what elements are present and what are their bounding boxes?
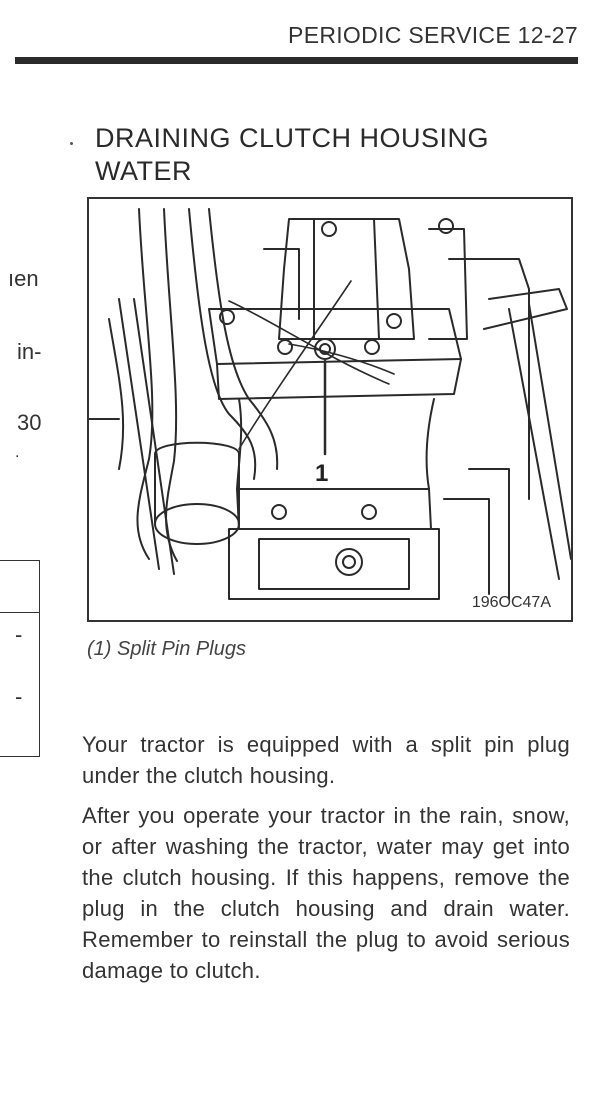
left-fragment: - [15, 684, 23, 709]
clutch-housing-drawing [89, 208, 571, 600]
bullet-mark [70, 142, 73, 145]
header-title: PERIODIC SERVICE 12-27 [288, 22, 578, 48]
table-fragment-border [0, 560, 40, 561]
figure-illustration: 1 196OC47A [87, 197, 573, 622]
table-fragment-border [0, 612, 40, 613]
left-fragment: . [15, 444, 20, 461]
left-fragment: ıen [8, 266, 39, 291]
table-fragment-border [0, 756, 40, 757]
left-fragment: - [15, 622, 23, 647]
callout-number: 1 [315, 460, 329, 487]
figure-id: 196OC47A [471, 594, 551, 611]
left-fragment: 30 [17, 410, 42, 435]
table-fragment-border [39, 560, 40, 757]
body-paragraph: Your tractor is equipped with a split pi… [82, 732, 570, 788]
left-fragment: in- [17, 339, 42, 364]
figure-caption: (1) Split Pin Plugs [87, 638, 246, 660]
header-rule [15, 57, 578, 64]
section-title: DRAINING CLUTCH HOUSING WATER [95, 123, 490, 186]
body-paragraph: After you operate your tractor in the ra… [82, 803, 570, 983]
